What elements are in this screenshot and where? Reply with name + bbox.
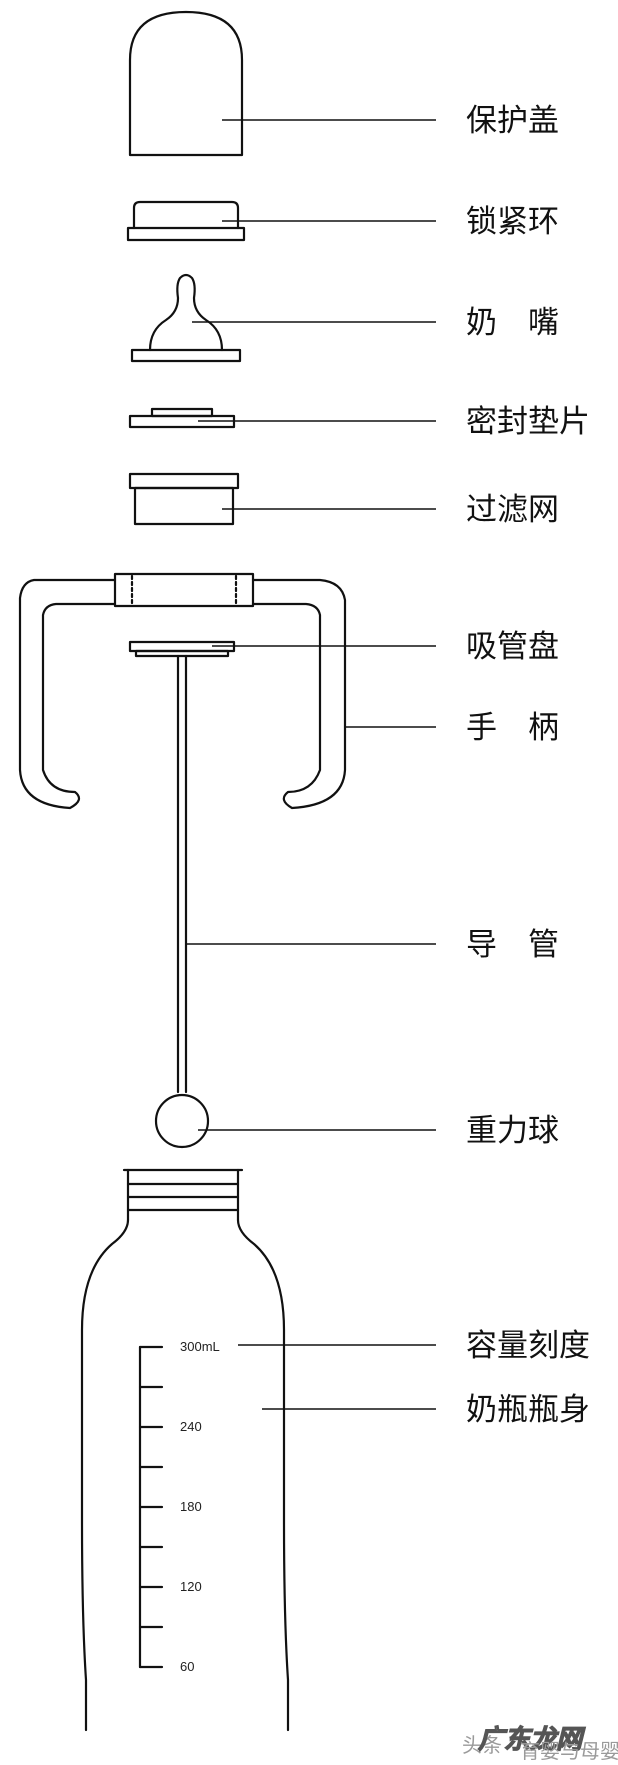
gravity-ball-part bbox=[154, 1093, 210, 1149]
label-cap: 保护盖 bbox=[466, 103, 559, 139]
watermark: 头条 广东龙网 育婴与母婴知道 bbox=[462, 1724, 618, 1763]
label-lock-ring: 锁紧环 bbox=[466, 204, 559, 240]
label-tube: 导 管 bbox=[466, 927, 559, 963]
straw-disc-part bbox=[128, 640, 236, 658]
tick-label-240: 240 bbox=[180, 1419, 202, 1434]
filter-part bbox=[128, 472, 240, 526]
watermark-brand: 广东龙网 bbox=[478, 1725, 586, 1755]
tick-label-300: 300mL bbox=[180, 1339, 220, 1354]
label-scale: 容量刻度 bbox=[466, 1328, 590, 1364]
lock-ring-part bbox=[126, 200, 246, 242]
label-nipple: 奶 嘴 bbox=[466, 305, 559, 341]
tick-label-60: 60 bbox=[180, 1659, 194, 1674]
cap-part bbox=[128, 10, 244, 157]
tick-label-120: 120 bbox=[180, 1579, 202, 1594]
label-bottle-body: 奶瓶瓶身 bbox=[466, 1392, 590, 1428]
label-handle: 手 柄 bbox=[466, 710, 559, 746]
nipple-part bbox=[130, 273, 242, 363]
part-labels: 保护盖 锁紧环 奶 嘴 密封垫片 过滤网 吸管盘 手 柄 导 管 重力球 容量刻… bbox=[466, 103, 590, 1428]
tick-label-180: 180 bbox=[180, 1499, 202, 1514]
bottle-body-part bbox=[80, 1168, 290, 1732]
handle-part bbox=[18, 572, 347, 810]
label-seal-gasket: 密封垫片 bbox=[466, 404, 590, 440]
label-gravity-ball: 重力球 bbox=[466, 1113, 559, 1149]
watermark-prefix: 头条 bbox=[462, 1733, 502, 1757]
label-filter: 过滤网 bbox=[466, 492, 559, 528]
seal-gasket-part bbox=[128, 407, 236, 429]
watermark-suffix: 育婴与母婴知道 bbox=[520, 1739, 618, 1763]
label-straw-disc: 吸管盘 bbox=[466, 629, 559, 665]
leader-lines bbox=[186, 119, 436, 1410]
tube-part bbox=[176, 654, 188, 1094]
scale-tick-labels: 300mL 240 180 120 60 bbox=[180, 1339, 220, 1674]
